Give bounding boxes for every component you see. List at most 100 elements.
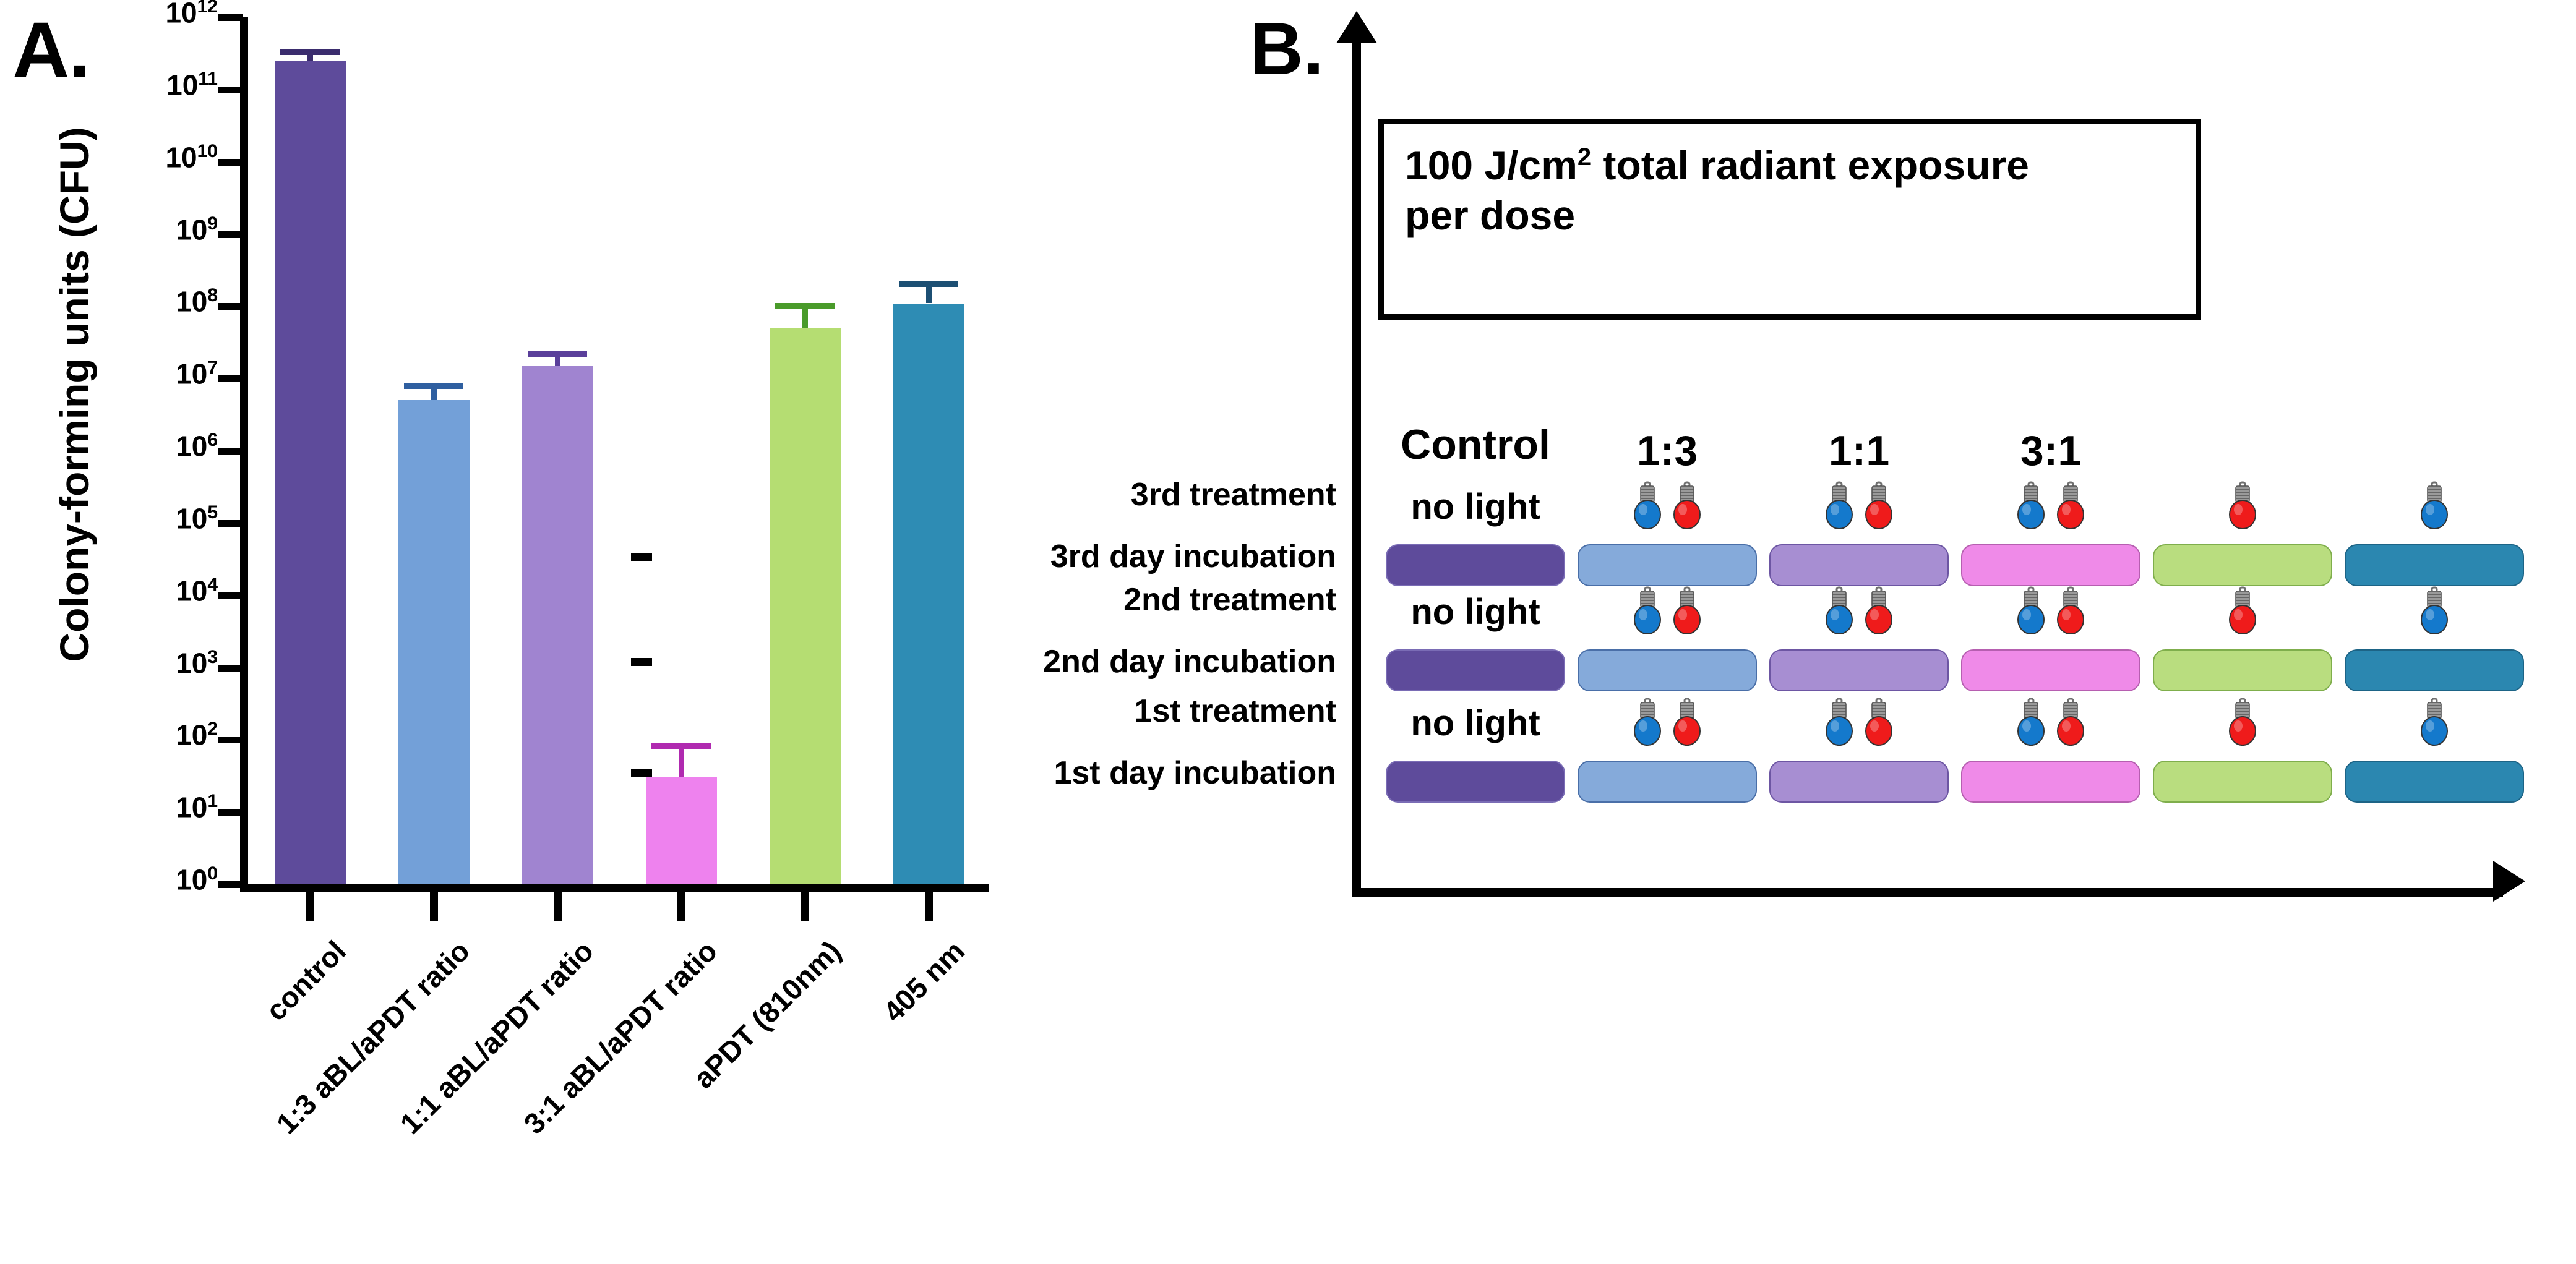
bar (398, 400, 470, 884)
incubation-plate (2153, 544, 2332, 586)
panel-b: B. 100 J/cm2 total radiant exposure per … (631, 0, 2576, 1253)
blue-bulb-icon (1823, 586, 1856, 636)
incubation-plate (2345, 649, 2524, 691)
y-tick-base: 10 (165, 140, 197, 173)
blue-bulb-icon (1631, 586, 1664, 636)
error-bar-cap (775, 303, 835, 309)
y-tick-exponent: 10 (197, 140, 218, 161)
bar (769, 328, 841, 884)
x-axis-tick (306, 892, 314, 921)
incubation-plate (1578, 544, 1757, 586)
y-tick-base: 10 (166, 69, 199, 101)
red-bulb-icon (2054, 698, 2087, 747)
y-axis-tick (218, 809, 243, 816)
incubation-plate (1386, 761, 1565, 803)
blue-bulb-icon (2014, 586, 2048, 636)
x-axis-line (240, 884, 989, 892)
incubation-plate (1961, 649, 2140, 691)
incubation-plate (1386, 649, 1565, 691)
x-axis-tick (801, 892, 809, 921)
y-tick-base: 10 (176, 863, 208, 896)
blue-bulb-icon (2014, 481, 2048, 531)
y-axis-tick (218, 14, 243, 21)
x-axis-tick (430, 892, 438, 921)
column-header: 1:1 (1828, 427, 1890, 474)
incubation-plate (2153, 761, 2332, 803)
column-header: Control (1401, 421, 1550, 468)
y-axis-tick-label: 100 (176, 865, 218, 894)
error-bar-cap (404, 383, 463, 390)
column-header: 1:3 (1636, 427, 1698, 474)
y-tick-exponent: 9 (207, 213, 218, 234)
dose-note-rest: total radiant exposure (1591, 142, 2029, 188)
incubation-plate (2345, 544, 2524, 586)
blue-bulb-icon (2014, 698, 2048, 747)
dose-note-box: 100 J/cm2 total radiant exposure per dos… (1378, 119, 2201, 320)
y-tick-exponent: 11 (198, 68, 218, 89)
y-tick-exponent: 3 (207, 646, 218, 667)
y-axis-tick-label: 104 (176, 574, 218, 607)
panel-a-letter: A. (12, 6, 90, 95)
dose-note-line2: per dose (1405, 192, 1576, 238)
incubation-plate (1769, 544, 1949, 586)
red-bulb-icon (1862, 698, 1896, 747)
y-tick-exponent: 5 (207, 502, 218, 523)
row-tick (631, 553, 652, 561)
error-bar-stem (802, 303, 808, 328)
horizontal-axis-arrowhead (2493, 861, 2525, 902)
row-label: 3rd treatment (1130, 477, 1336, 513)
row-label: 1st day incubation (1054, 755, 1336, 791)
plot-area (248, 17, 990, 884)
y-axis-tick (218, 519, 243, 527)
red-bulb-icon (1670, 586, 1704, 636)
y-axis-tick-label: 102 (176, 720, 218, 749)
y-tick-exponent: 12 (197, 0, 218, 17)
y-tick-base: 10 (176, 502, 208, 535)
row-label: 2nd treatment (1123, 582, 1336, 618)
no-light-label: no light (1410, 592, 1540, 632)
blue-bulb-icon (2418, 586, 2451, 636)
row-tick (631, 658, 652, 666)
y-tick-base: 10 (176, 574, 208, 607)
y-axis-tick (218, 375, 243, 383)
y-axis-tick (218, 86, 243, 93)
y-axis-tick (218, 448, 243, 455)
y-tick-exponent: 4 (207, 574, 218, 595)
red-bulb-icon (1862, 481, 1896, 531)
y-axis-tick (218, 881, 243, 888)
y-tick-exponent: 6 (207, 430, 218, 450)
incubation-plate (1769, 761, 1949, 803)
y-tick-exponent: 1 (207, 791, 218, 812)
y-axis-tick (218, 592, 243, 599)
y-axis-tick-label: 105 (176, 503, 218, 532)
column-header: 3:1 (2020, 427, 2082, 474)
y-tick-base: 10 (176, 646, 208, 679)
red-bulb-icon (1670, 698, 1704, 747)
y-axis-line (240, 17, 248, 890)
y-tick-base: 10 (176, 213, 208, 246)
red-bulb-icon (1670, 481, 1704, 531)
red-bulb-icon (2226, 586, 2259, 636)
row-label: 1st treatment (1134, 693, 1336, 729)
y-tick-exponent: 2 (207, 719, 218, 740)
no-light-label: no light (1410, 703, 1540, 743)
no-light-label: no light (1410, 487, 1540, 527)
error-bar-cap (651, 743, 711, 749)
error-bar-cap (528, 351, 587, 357)
y-axis-tick-label: 107 (176, 359, 218, 388)
error-bar-stem (678, 743, 684, 778)
y-tick-base: 10 (165, 0, 197, 29)
incubation-plate (1961, 761, 2140, 803)
incubation-plate (1769, 649, 1949, 691)
y-axis-tick-label: 106 (176, 430, 218, 461)
y-axis-tick-label: 109 (176, 213, 218, 246)
incubation-plate (2345, 761, 2524, 803)
y-axis-tick (218, 664, 243, 672)
y-axis-tick (218, 303, 243, 310)
dose-note-text: 100 J/cm2 total radiant exposure per dos… (1405, 140, 2175, 240)
y-tick-base: 10 (176, 357, 208, 390)
y-axis-tick (218, 231, 243, 238)
dose-note-value: 100 J/cm (1405, 142, 1578, 188)
